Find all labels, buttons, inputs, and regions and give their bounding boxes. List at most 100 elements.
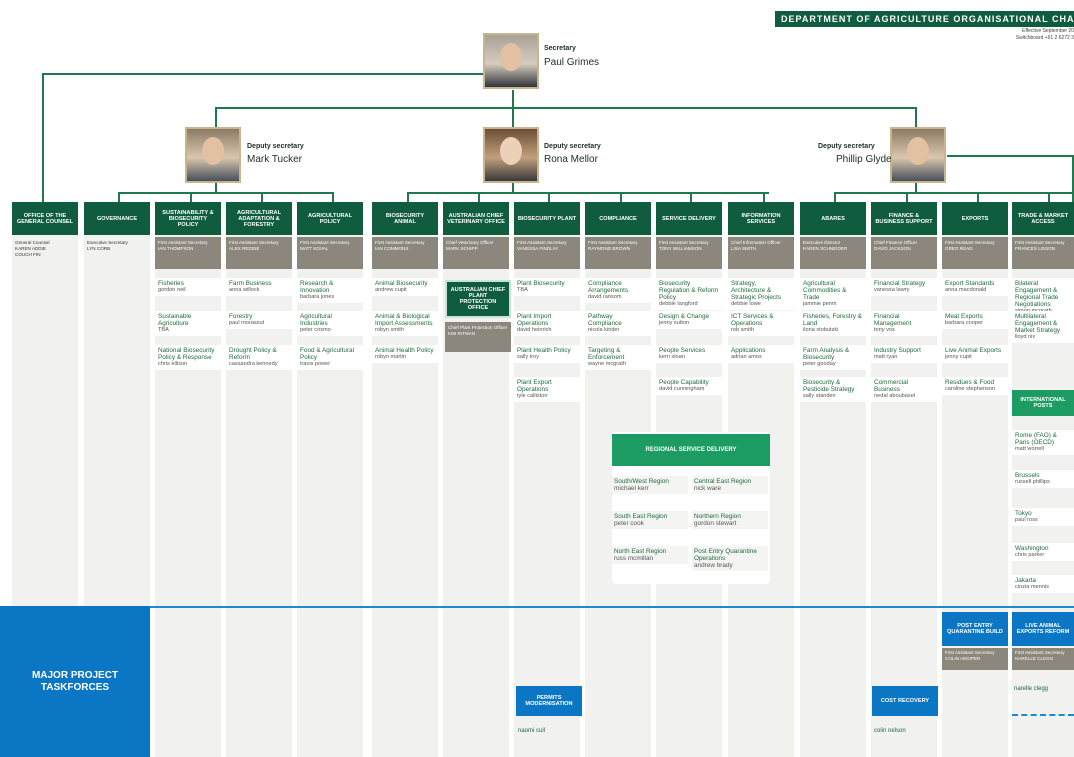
taskforce-permits-head: PERMITS MODERNISATION — [516, 686, 582, 716]
plant-protection-office-head: AUSTRALIAN CHIEF PLANT PROTECTION OFFICE — [445, 280, 511, 318]
division-lead: Executive Secretary LYN CORB — [87, 240, 128, 251]
division-head: BIOSECURITY PLANT — [514, 202, 580, 235]
taskforce-peq-head: POST ENTRY QUARANTINE BUILD — [942, 612, 1008, 646]
deputy-role-1: Deputy secretary — [247, 143, 304, 150]
chart-title: DEPARTMENT OF AGRICULTURE ORGANISATIONAL… — [775, 11, 1074, 27]
division-head: COMPLIANCE — [585, 202, 651, 235]
division-head: AUSTRALIAN CHIEF VETERINARY OFFICE — [443, 202, 509, 235]
regional-service-delivery-head: REGIONAL SERVICE DELIVERY — [612, 434, 770, 466]
secretary-photo — [483, 33, 539, 89]
secretary-name: Paul Grimes — [544, 57, 600, 68]
division-head: EXPORTS — [942, 202, 1008, 235]
branch-item: Multilateral Engagement & Market Strateg… — [1012, 311, 1074, 343]
division-head: AGRICULTURAL POLICY — [297, 202, 363, 235]
division-head: BIOSECURITY ANIMAL — [372, 202, 438, 235]
division-head: FINANCE & BUSINESS SUPPORT — [871, 202, 937, 235]
division-lead: First Assistant Secretary VANESSA FINDLA… — [514, 237, 580, 269]
effective-date: Effective September 20 Switchboard +61 2… — [1015, 28, 1074, 41]
deputy-photo-3 — [890, 127, 946, 183]
plant-protection-office-sub: Chief Plant Protection Officer KIM RITMA… — [445, 322, 511, 352]
taskforce-permits-lead: naomi cull — [518, 728, 546, 734]
division-lead: First Assistant Secretary RAYMOND BROWN — [585, 237, 651, 269]
deputy-name-1: Mark Tucker — [247, 154, 303, 165]
division-lead: Chief Information Officer LISA SMITH — [728, 237, 794, 269]
division-head: INFORMATION SERVICES — [728, 202, 794, 235]
division-lead: First Assistant Secretary MATT KOVAL — [297, 237, 363, 269]
division-lead: Executive Director KAREN SCHNEIDER — [800, 237, 866, 269]
division-head: AGRICULTURAL ADAPTATION & FORESTRY — [226, 202, 292, 235]
division-lead: Chief Veterinary Officer MARK SCHIPP — [443, 237, 509, 269]
division-lead: First Assistant Secretary ALEX REDDIE — [226, 237, 292, 269]
taskforce-live-export-lead: narelle clegg — [1014, 686, 1049, 692]
deputy-photo-1 — [185, 127, 241, 183]
deputy-name-3: Phillip Glyde — [836, 154, 892, 165]
deputy-role-3: Deputy secretary — [818, 143, 875, 150]
division-lead: First Assistant Secretary IAN THOMPSON — [155, 237, 221, 269]
division-lead: First Assistant Secretary GREG READ — [942, 237, 1008, 269]
division-head: GOVERNANCE — [84, 202, 150, 235]
taskforce-live-export-head: LIVE ANIMAL EXPORTS REFORM — [1012, 612, 1074, 646]
division-lead: Chief Finance Officer DAVID JACKSON — [871, 237, 937, 269]
division-head: SERVICE DELIVERY — [656, 202, 722, 235]
post-item-1: Rome (FAO) & Paris (OECD)matt worrell — [1012, 430, 1074, 455]
division-lead: First Assistant Secretary TONY WILLIAMSO… — [656, 237, 722, 269]
international-posts-head: INTERNATIONAL POSTS — [1012, 390, 1074, 416]
branch-item: Strategy, Architecture & Strategic Proje… — [728, 278, 794, 310]
taskforce-live-export-sub: First Assistant Secretary NARELLE CLEGG — [1012, 648, 1074, 670]
division-lead: First Assistant Secretary IAN COMMONS — [372, 237, 438, 269]
major-project-taskforces: MAJOR PROJECT TASKFORCES — [0, 606, 150, 757]
deputy-photo-2 — [483, 127, 539, 183]
division-head: ABARES — [800, 202, 866, 235]
division-lead: First Assistant Secretary FRANCES LISSON — [1012, 237, 1074, 269]
taskforce-peq-sub: First Assistant Secretary COLIN HOOPER — [942, 648, 1008, 670]
division-head: SUSTAINABILITY & BIOSECURITY POLICY — [155, 202, 221, 235]
division-head: OFFICE OF THE GENERAL COUNSEL — [12, 202, 78, 235]
division-lead: General Counsel KAREN ADDIE COUCH FIN — [15, 240, 50, 257]
secretary-role: Secretary — [544, 45, 576, 52]
taskforce-cost-recovery-lead: colin nelson — [874, 728, 906, 734]
deputy-role-2: Deputy secretary — [544, 143, 601, 150]
